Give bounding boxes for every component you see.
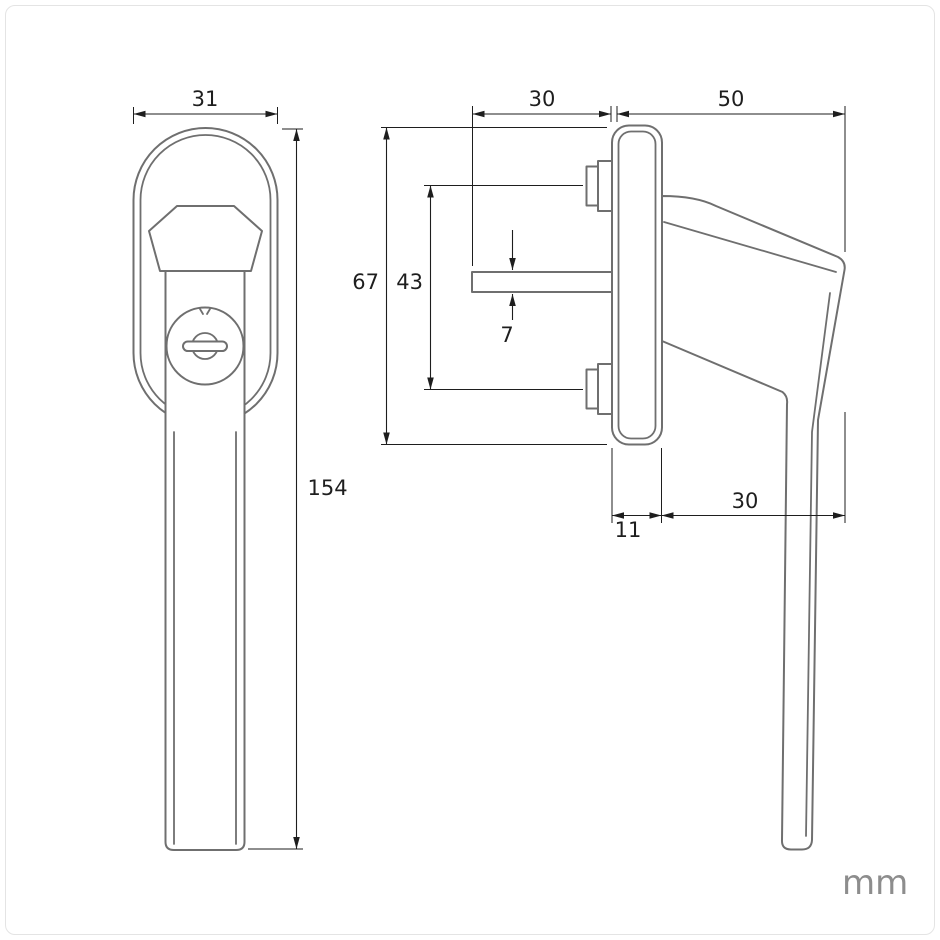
- dim-label-rosette-width: 31: [192, 87, 219, 111]
- rosette-plate-inner-contour: [617, 130, 657, 440]
- dim-label-handle-reach: 50: [718, 87, 745, 111]
- dim-label-screw-spacing: 43: [396, 270, 423, 294]
- dim-label-rosette-depth: 11: [615, 518, 642, 542]
- dim-label-spindle-thickness: 7: [500, 323, 513, 347]
- screw-post-lower: [585, 363, 613, 415]
- dim-label-grip-clearance: 30: [732, 489, 759, 513]
- handle-bar-edge-lines: [173, 431, 237, 845]
- unit-label: mm: [842, 863, 908, 903]
- spindle: [471, 271, 613, 293]
- dimension-total-height: 154: [248, 128, 348, 850]
- key-slot: [182, 340, 228, 352]
- dimension-grip-clearance: 30: [661, 412, 846, 523]
- handle-neck-front: [148, 205, 263, 272]
- handle-bar-front: [164, 267, 246, 851]
- dimension-screw-spacing: 43: [396, 185, 583, 390]
- dim-label-rosette-height: 67: [352, 270, 379, 294]
- side-view: [471, 124, 846, 851]
- lock-cylinder-notch: [199, 308, 211, 315]
- front-view: [132, 127, 279, 851]
- rosette-plate-side: [611, 124, 663, 446]
- screw-post-upper: [585, 160, 613, 212]
- handle-grip-side: [661, 195, 846, 851]
- dimension-rosette-depth: 11: [611, 448, 662, 542]
- dimension-front-width: 31: [133, 87, 278, 124]
- dimensions: 31 154 30 50: [133, 87, 846, 850]
- dim-label-total-height: 154: [308, 476, 348, 500]
- dim-label-spindle-length: 30: [529, 87, 556, 111]
- dimension-handle-reach: 50: [616, 87, 846, 252]
- dimension-rosette-height: 67: [352, 127, 607, 445]
- dimension-spindle-thickness: 7: [500, 230, 516, 347]
- handle-grip-facet-lines: [663, 221, 837, 837]
